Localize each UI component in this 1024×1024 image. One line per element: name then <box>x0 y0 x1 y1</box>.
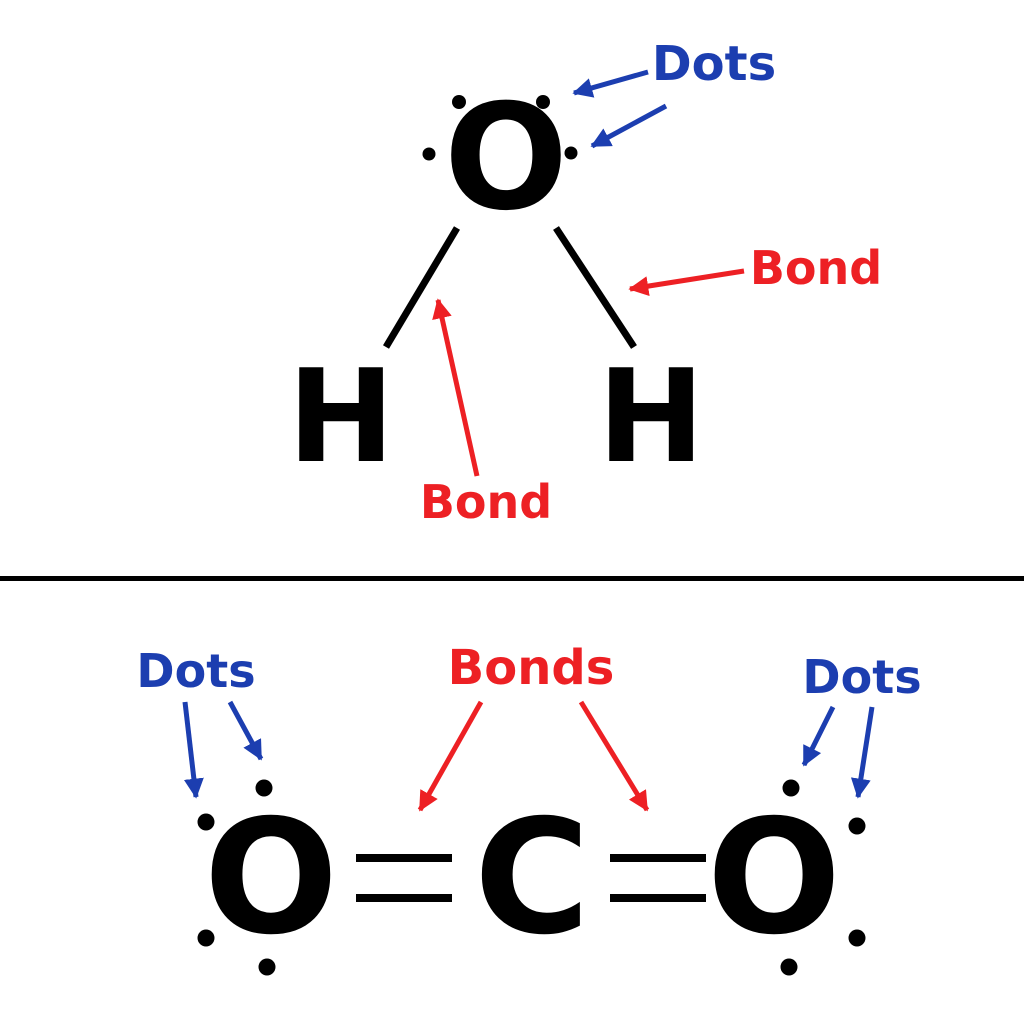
co2-lone-pair-dot <box>258 958 276 976</box>
dots-arrow-left-1 <box>182 701 204 799</box>
dots-arrow-top-1 <box>572 69 649 98</box>
water-lone-pair-dot <box>422 147 436 161</box>
water-bond-label-bottom: Bond <box>419 475 553 529</box>
water-oxygen-symbol: O <box>443 73 569 243</box>
bonds-arrow-1 <box>417 700 484 812</box>
water-lone-pair-dot <box>452 95 466 109</box>
co2-lone-pair-dot <box>848 929 866 947</box>
water-bond-right-line <box>553 226 637 349</box>
co2-carbon-symbol: C <box>474 786 590 970</box>
bonds-arrow-2 <box>578 700 650 812</box>
co2-lone-pair-dot <box>197 929 215 947</box>
water-lone-pair-dot <box>564 146 578 160</box>
co2-bonds-label: Bonds <box>447 640 615 696</box>
co2-lone-pair-dot <box>782 779 800 797</box>
dots-arrow-right-1 <box>801 705 836 767</box>
co2-lone-pair-dot <box>780 958 798 976</box>
co2-lone-pair-dot <box>848 817 866 835</box>
dots-arrow-top-2 <box>590 103 668 149</box>
dots-arrow-right-2 <box>850 706 875 799</box>
co2-lone-pair-dot <box>197 813 215 831</box>
co2-oxygen-right-symbol: O <box>706 786 842 970</box>
water-lone-pair-dot <box>536 95 550 109</box>
water-hydrogen-left-symbol: H <box>287 343 395 492</box>
co2-dots-label-left: Dots <box>136 644 256 698</box>
co2-oxygen-left-symbol: O <box>203 786 339 970</box>
water-dots-label: Dots <box>651 36 777 92</box>
bond-arrow-right <box>628 268 745 297</box>
dots-arrow-left-2 <box>227 700 264 761</box>
water-bond-label-right: Bond <box>749 241 883 295</box>
water-bond-left-line <box>382 226 461 349</box>
co2-dots-label-right: Dots <box>802 650 922 704</box>
co2-lone-pair-dot <box>255 779 273 797</box>
section-divider <box>0 576 1024 581</box>
water-hydrogen-right-symbol: H <box>597 343 705 492</box>
bond-arrow-bottom <box>432 298 480 477</box>
